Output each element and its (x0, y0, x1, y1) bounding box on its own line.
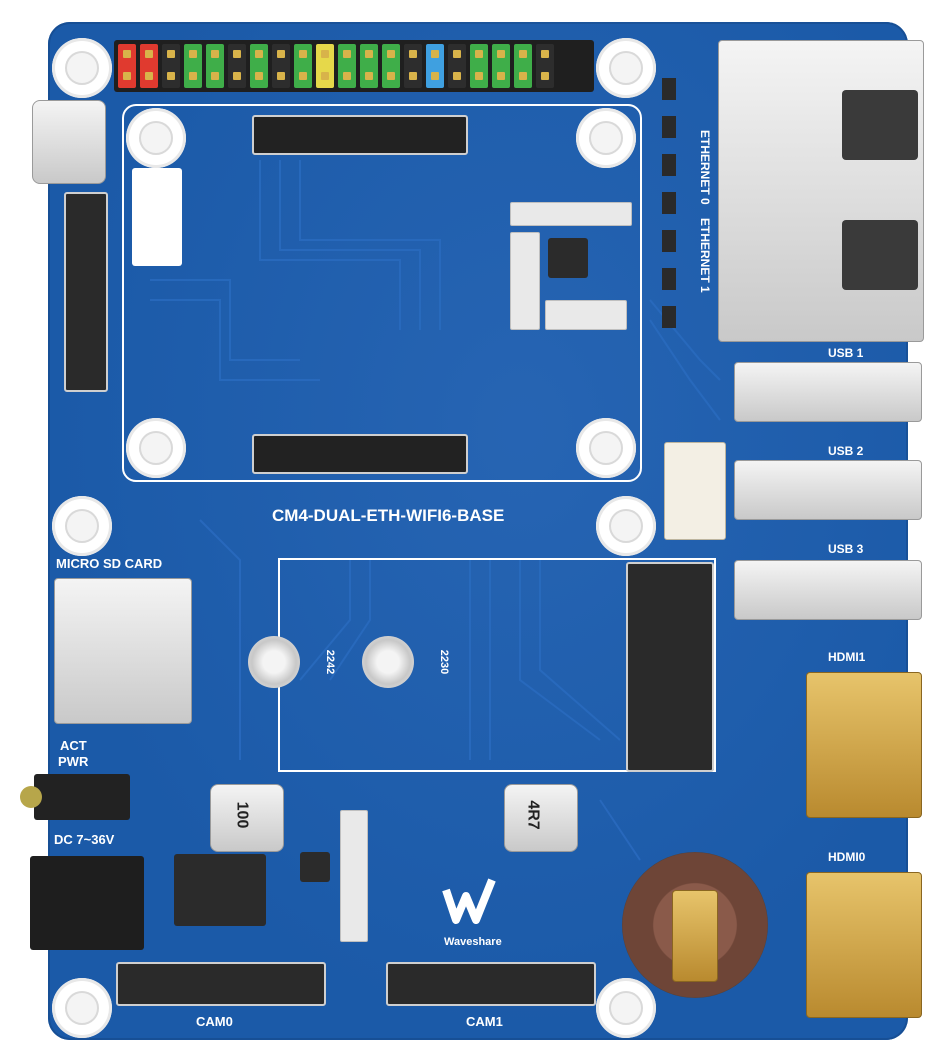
gpio-pin-11 (338, 44, 356, 88)
m2-standoff-2230 (362, 636, 414, 688)
cm4-hole-2 (576, 108, 636, 168)
inductor-4r7 (504, 784, 578, 852)
rj45-port-top[interactable] (842, 90, 918, 160)
cam0-connector[interactable] (116, 962, 326, 1006)
hdmi0-label: HDMI0 (828, 850, 866, 864)
cam0-label: CAM0 (196, 1014, 233, 1029)
usb-port-2[interactable] (734, 460, 922, 520)
usb-3-label: USB 3 (828, 542, 864, 556)
status-led-housing (34, 774, 130, 820)
usb-port-1[interactable] (734, 362, 922, 422)
cm4-hole-3 (126, 418, 186, 478)
inductor-100 (210, 784, 284, 852)
m2-standoff-2242 (248, 636, 300, 688)
power-inductor-large (174, 854, 266, 926)
cm4-hole-4 (576, 418, 636, 478)
gpio-header-pins (118, 44, 554, 88)
waveshare-brand-label: Waveshare (444, 936, 502, 948)
cm4-hole-1 (126, 108, 186, 168)
white-label-pad (132, 168, 182, 266)
gpio-pin-15 (426, 44, 444, 88)
gpio-pin-12 (360, 44, 378, 88)
power-ic (300, 852, 330, 882)
gpio-pin-19 (514, 44, 532, 88)
cm4-module-outline (122, 104, 642, 482)
display-fpc-connector (64, 192, 108, 392)
dc-barrel-jack[interactable] (30, 856, 144, 950)
smd-array-b (510, 232, 540, 330)
mount-hole-tl (52, 38, 112, 98)
gpio-pin-20 (536, 44, 554, 88)
act-led-label: ACT (60, 738, 87, 753)
micro-sd-label: MICRO SD CARD (56, 556, 163, 571)
mount-hole-tr (596, 38, 656, 98)
mount-hole-ml (52, 496, 112, 556)
usb-1-label: USB 1 (828, 346, 864, 360)
cm4-connector-top (252, 115, 468, 155)
ethernet-phy-chip (548, 238, 588, 278)
mount-hole-br (596, 978, 656, 1038)
hdmi1-label: HDMI1 (828, 650, 866, 664)
gpio-pin-5 (206, 44, 224, 88)
gpio-pin-14 (404, 44, 422, 88)
cam1-label: CAM1 (466, 1014, 503, 1029)
battery-clip (672, 890, 718, 982)
gpio-pin-4 (184, 44, 202, 88)
eth-led-column (662, 78, 676, 332)
micro-sd-slot[interactable] (54, 578, 192, 724)
m2-key-connector[interactable] (626, 562, 714, 772)
mount-hole-bl (52, 978, 112, 1038)
usb-port-3[interactable] (734, 560, 922, 620)
gpio-pin-3 (162, 44, 180, 88)
hdmi1-port[interactable] (806, 672, 922, 818)
hdmi0-port[interactable] (806, 872, 922, 1018)
rj45-port-bottom[interactable] (842, 220, 918, 290)
resistor-column (340, 810, 368, 942)
dc-input-label: DC 7~36V (54, 832, 115, 847)
board-name-label: CM4-DUAL-ETH-WIFI6-BASE (272, 506, 505, 525)
gpio-pin-6 (228, 44, 246, 88)
gpio-pin-16 (448, 44, 466, 88)
gpio-pin-18 (492, 44, 510, 88)
gpio-pin-8 (272, 44, 290, 88)
usb-c-connector (32, 100, 106, 184)
mount-hole-mr (596, 496, 656, 556)
cam1-connector[interactable] (386, 962, 596, 1006)
pwr-led-label: PWR (58, 754, 89, 769)
gpio-pin-13 (382, 44, 400, 88)
cm4-connector-bottom (252, 434, 468, 474)
gpio-pin-17 (470, 44, 488, 88)
gpio-pin-1 (118, 44, 136, 88)
smd-array-a (510, 202, 632, 226)
gpio-pin-10 (316, 44, 334, 88)
smd-array-c (545, 300, 627, 330)
gpio-pin-7 (250, 44, 268, 88)
fan-connector[interactable] (664, 442, 726, 540)
status-led (20, 786, 42, 808)
gpio-pin-2 (140, 44, 158, 88)
gpio-pin-9 (294, 44, 312, 88)
usb-2-label: USB 2 (828, 444, 864, 458)
